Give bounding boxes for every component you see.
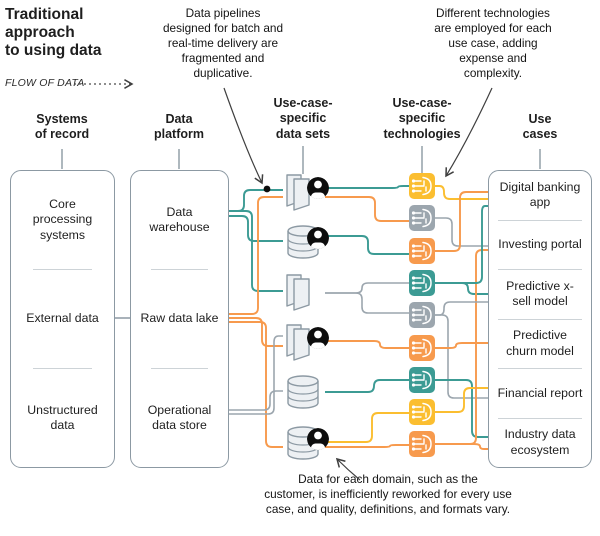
system-item: External data xyxy=(26,311,99,326)
divider xyxy=(498,368,582,369)
column-header-use-case-technologies: Use-case- specific technologies xyxy=(383,96,461,141)
flow-edge xyxy=(325,185,409,189)
data-platform-box: Data warehouse Raw data lake Operational… xyxy=(130,170,229,468)
flow-edge xyxy=(228,196,283,315)
flow-edge xyxy=(435,301,488,316)
use-case-item: Digital banking app xyxy=(499,179,581,210)
use-case-item: Predictive churn model xyxy=(506,328,574,358)
flow-edge xyxy=(325,282,409,294)
flow-edge xyxy=(325,235,409,255)
flow-edge xyxy=(325,196,409,222)
use-case-item: Industry data ecosystem xyxy=(504,427,576,457)
flow-edge xyxy=(435,342,488,349)
flow-edge xyxy=(435,282,488,295)
flow-edge xyxy=(435,185,488,200)
divider xyxy=(498,219,582,221)
flow-of-data-label: FLOW OF DATA xyxy=(5,77,85,89)
annotation-technologies: Different technologies are employed for … xyxy=(434,6,552,81)
flow-edge xyxy=(435,387,488,413)
column-header-data-platform: Data platform xyxy=(154,112,204,142)
flow-edge xyxy=(435,205,488,284)
flow-edge xyxy=(435,249,488,445)
flow-edge xyxy=(228,321,283,448)
use-case-item: Predictive x-sell model xyxy=(506,278,574,309)
flow-edge xyxy=(325,444,409,448)
systems-of-record-box: Core processing systems External data Un… xyxy=(10,170,115,468)
divider xyxy=(498,318,582,320)
flow-edge xyxy=(435,217,488,247)
divider xyxy=(32,368,93,369)
use-cases-box: Digital banking app Investing portal Pre… xyxy=(488,170,592,468)
divider xyxy=(32,269,93,270)
divider xyxy=(151,368,208,369)
figure-title: Traditional approach to using data xyxy=(5,6,102,59)
flow-edge xyxy=(325,412,409,443)
use-case-item: Investing portal xyxy=(498,237,582,252)
platform-item: Raw data lake xyxy=(140,311,219,326)
column-header-systems-of-record: Systems of record xyxy=(34,112,90,142)
use-case-item: Financial report xyxy=(497,385,583,400)
flow-edge xyxy=(325,340,409,349)
flow-edge xyxy=(228,189,283,212)
system-item: Core processing systems xyxy=(32,196,93,242)
annotation-pipelines: Data pipelines designed for batch and re… xyxy=(162,6,284,81)
flow-edge xyxy=(228,215,283,242)
flow-edge xyxy=(325,379,409,393)
divider xyxy=(151,269,208,270)
flow-edge xyxy=(228,210,283,292)
flow-edge xyxy=(435,443,488,450)
divider xyxy=(498,269,582,270)
flow-edge xyxy=(325,292,409,314)
flow-edge xyxy=(435,191,488,252)
flow-edge xyxy=(228,335,283,415)
column-header-use-cases: Use cases xyxy=(522,112,558,142)
column-header-use-case-data-sets: Use-case- specific data sets xyxy=(273,96,333,141)
system-item: Unstructured data xyxy=(27,402,98,432)
flow-edge xyxy=(435,314,488,399)
divider xyxy=(498,417,582,419)
platform-item: Operational data store xyxy=(147,402,212,432)
platform-item: Data warehouse xyxy=(149,204,210,234)
